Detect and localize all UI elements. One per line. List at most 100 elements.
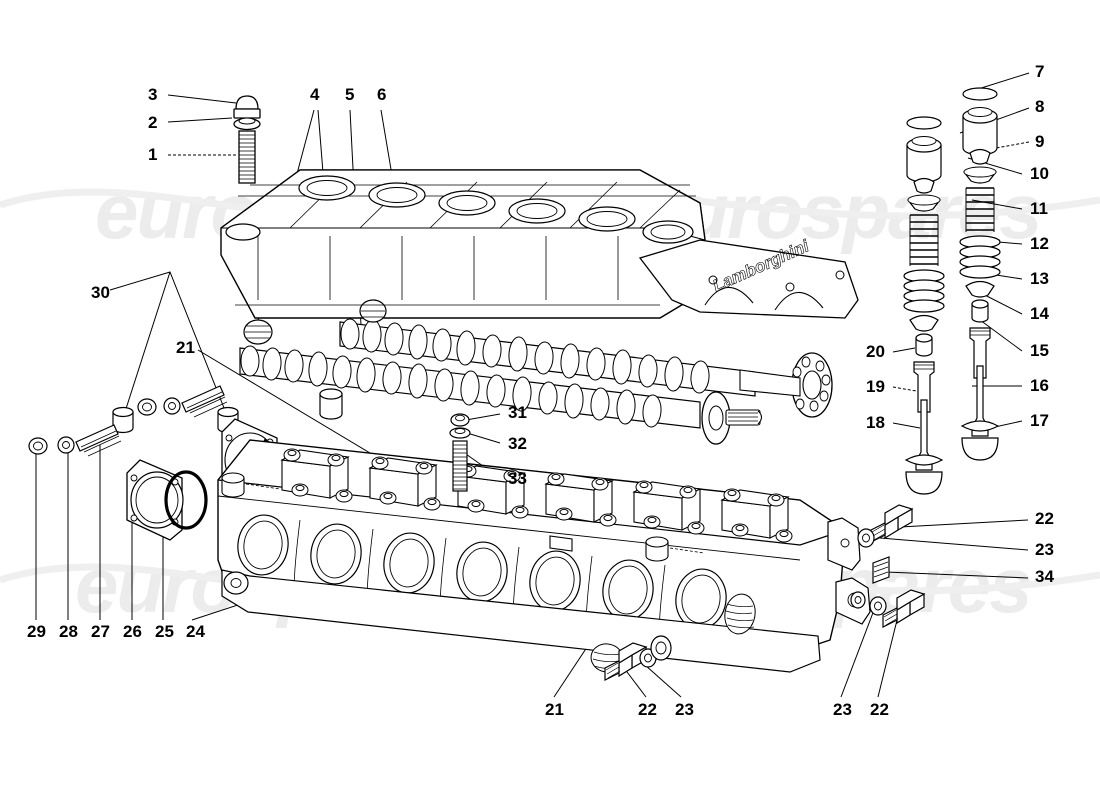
callout-26: 26 [123, 622, 142, 641]
callout-33: 33 [508, 469, 527, 488]
o-ring-seal [164, 470, 208, 530]
bolt-washer [857, 528, 875, 548]
water-outlet-flange [126, 459, 184, 541]
cylinder-head [217, 439, 871, 673]
callout-16: 16 [1030, 376, 1049, 395]
callout-19: 19 [866, 377, 885, 396]
callout-34: 34 [1035, 567, 1054, 586]
callout-11: 11 [1030, 199, 1048, 218]
camshaft-cover: Lamborghini [220, 169, 859, 319]
valve-train-column-left [903, 116, 945, 495]
callout-23-bottom-right: 23 [833, 700, 852, 719]
leader-20 [892, 347, 916, 353]
valve-collet [969, 148, 991, 165]
tappet-shim [906, 116, 942, 130]
callout-15: 15 [1030, 341, 1049, 360]
cover-dowel-seat [225, 223, 261, 241]
cam-carrier-stud-assembly [449, 413, 471, 492]
stud-threads [239, 134, 255, 180]
exhaust-camshaft [339, 318, 833, 418]
valve-seat-ring [960, 420, 1000, 432]
lower-spring-seat [909, 314, 939, 332]
callout-23-bottom: 23 [675, 700, 694, 719]
callout-29: 29 [27, 622, 46, 641]
intake-camshaft [239, 345, 763, 445]
leader-3 [167, 94, 237, 104]
callout-3: 3 [148, 85, 158, 104]
leader-34 [885, 571, 1029, 579]
callout-23-right: 23 [1035, 540, 1054, 559]
cam-cap-nuts [283, 448, 793, 543]
lower-spring-seat [965, 280, 995, 298]
leader-18 [892, 422, 921, 429]
camshaft-assembly [239, 299, 833, 445]
callout-30: 30 [91, 283, 110, 302]
callout-4: 4 [310, 85, 320, 104]
valve-train-column-right [959, 87, 1001, 461]
valve-collet [913, 177, 935, 194]
valve-stem-seal [971, 303, 989, 323]
head-boss [650, 635, 672, 661]
leader-7 [974, 72, 1030, 91]
callout-8: 8 [1035, 97, 1045, 116]
callout-22-bottom: 22 [638, 700, 657, 719]
outer-valve-spring [959, 235, 1001, 279]
leader-23c [840, 609, 875, 698]
tappet-shim [962, 87, 998, 101]
callout-10: 10 [1030, 164, 1049, 183]
head-port-bores [237, 514, 727, 630]
bolt-washer [869, 596, 887, 616]
callout-14: 14 [1030, 304, 1049, 323]
callout-22-right: 22 [1035, 509, 1054, 528]
callout-31: 31 [508, 403, 527, 422]
callout-27: 27 [91, 622, 110, 641]
callout-32: 32 [508, 434, 527, 453]
exhaust-valve [904, 399, 944, 495]
hex-bolt [870, 504, 914, 543]
callout-13: 13 [1030, 269, 1049, 288]
callout-12: 12 [1030, 234, 1049, 253]
leader-23r [879, 537, 1029, 551]
cylinder-head-stud-assembly [233, 95, 261, 184]
leader-21 [197, 349, 391, 466]
callout-6: 6 [377, 85, 387, 104]
leader-22b [623, 667, 647, 698]
hex-bolt [882, 589, 926, 628]
exhaust-valve-seat-ring [904, 454, 944, 466]
callout-21: 21 [176, 338, 195, 357]
cap-nut [235, 95, 259, 110]
leader-32 [466, 432, 501, 444]
callout-24: 24 [186, 622, 205, 641]
callout-28: 28 [59, 622, 78, 641]
head-dowel-boss [221, 472, 669, 562]
leader-30b [122, 271, 171, 419]
leader-22r [899, 519, 1029, 528]
outer-valve-spring [903, 269, 945, 313]
leader-15 [979, 319, 1023, 352]
fastener-group-bottom-center [604, 635, 672, 681]
cap-nut-body [233, 108, 261, 119]
head-boss-washer [850, 591, 866, 609]
stud-shank [238, 130, 256, 184]
callout-2: 2 [148, 113, 158, 132]
cylinder-head-dowel-upper [319, 388, 343, 420]
cover-plug-bosses [298, 175, 694, 244]
camshaft-bearing-plug [243, 299, 387, 345]
threaded-dowel-pin [872, 556, 890, 584]
callout-7: 7 [1035, 62, 1045, 81]
valve-guide [969, 327, 991, 379]
fastener-group-right [850, 504, 926, 628]
leader-2 [167, 117, 233, 123]
callout-21-bottom: 21 [545, 700, 564, 719]
callout-17: 17 [1030, 411, 1049, 430]
callout-1: 1 [148, 145, 158, 164]
exhaust-valve-guide [913, 361, 935, 413]
inner-valve-spring [965, 187, 995, 232]
callout-20: 20 [866, 342, 885, 361]
callout-9: 9 [1035, 132, 1045, 151]
valve-stem-seal [915, 337, 933, 357]
leader-31 [465, 413, 501, 421]
leader-22c [877, 611, 900, 698]
